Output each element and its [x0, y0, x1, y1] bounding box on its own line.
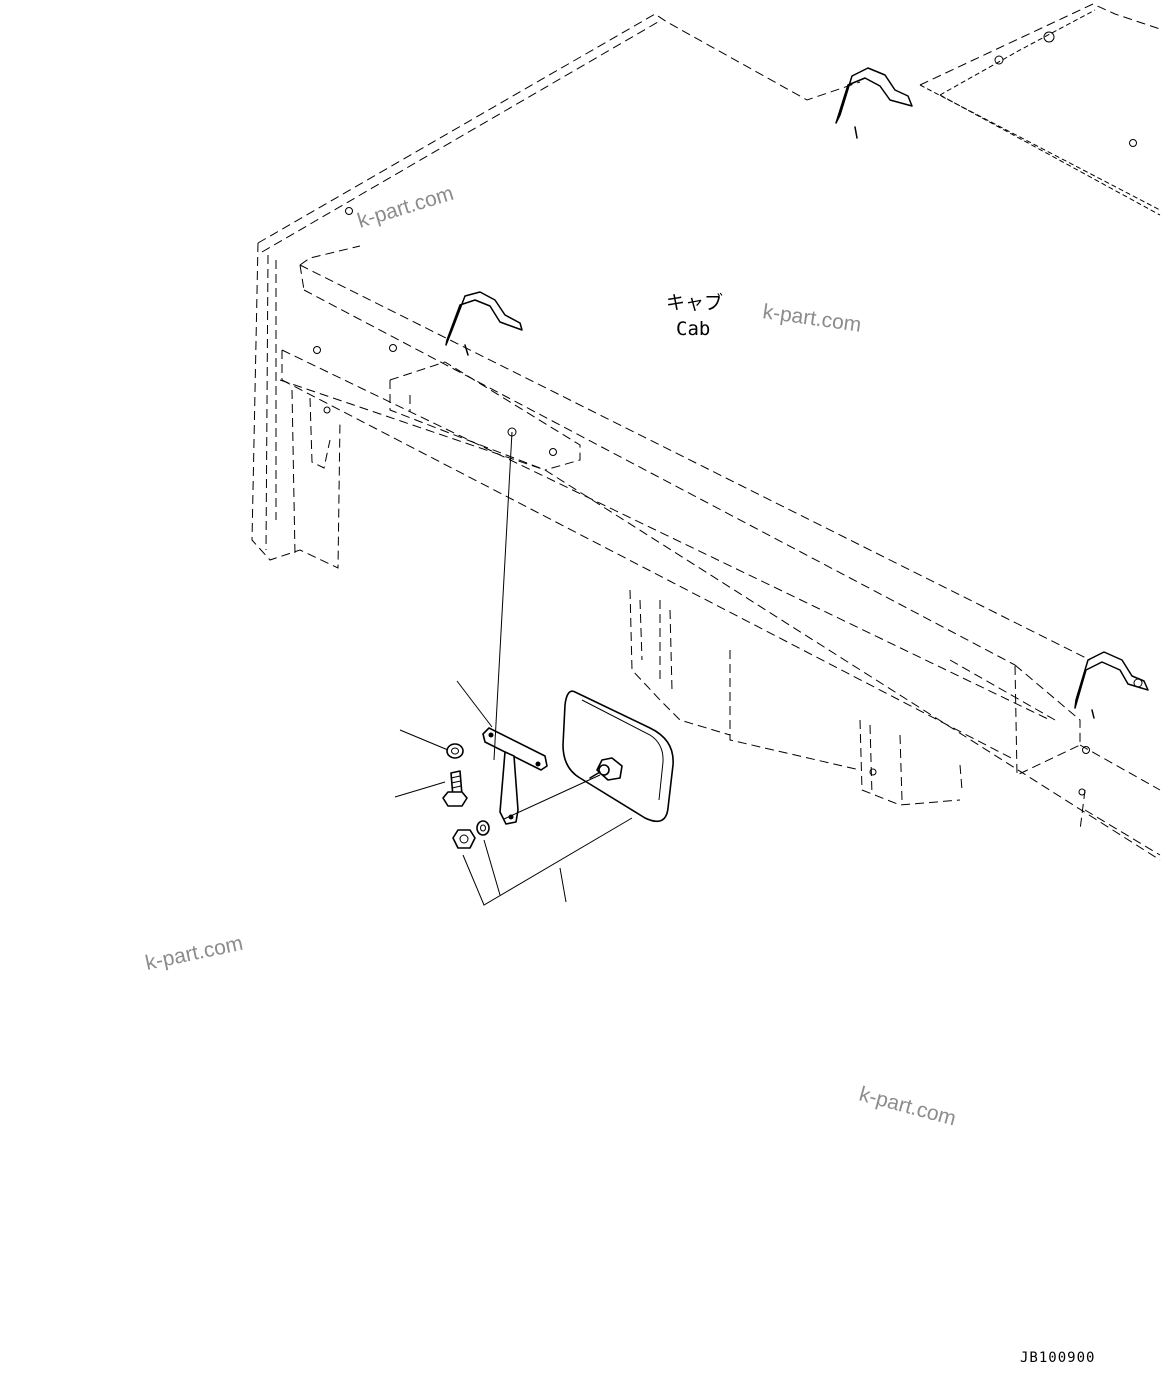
mirror-stay — [482, 727, 548, 771]
mirror-assembly — [442, 690, 674, 849]
washer — [446, 743, 464, 759]
mounting-holes — [313, 31, 1143, 796]
watermark: k-part.com — [857, 1083, 959, 1131]
watermark: k-part.com — [761, 300, 862, 337]
roof-handles — [445, 67, 1149, 719]
cab-label-en: Cab — [676, 318, 710, 340]
cab-label-jp: キャブ — [666, 291, 723, 314]
spring-washer — [476, 820, 490, 836]
leader-lines — [394, 431, 633, 906]
cab-outline — [251, 3, 1163, 861]
watermark: k-part.com — [355, 182, 457, 233]
watermark: k-part.com — [143, 932, 245, 975]
drawing-code: JB100900 — [1020, 1350, 1095, 1366]
mirror — [562, 690, 674, 823]
nut — [452, 829, 476, 849]
